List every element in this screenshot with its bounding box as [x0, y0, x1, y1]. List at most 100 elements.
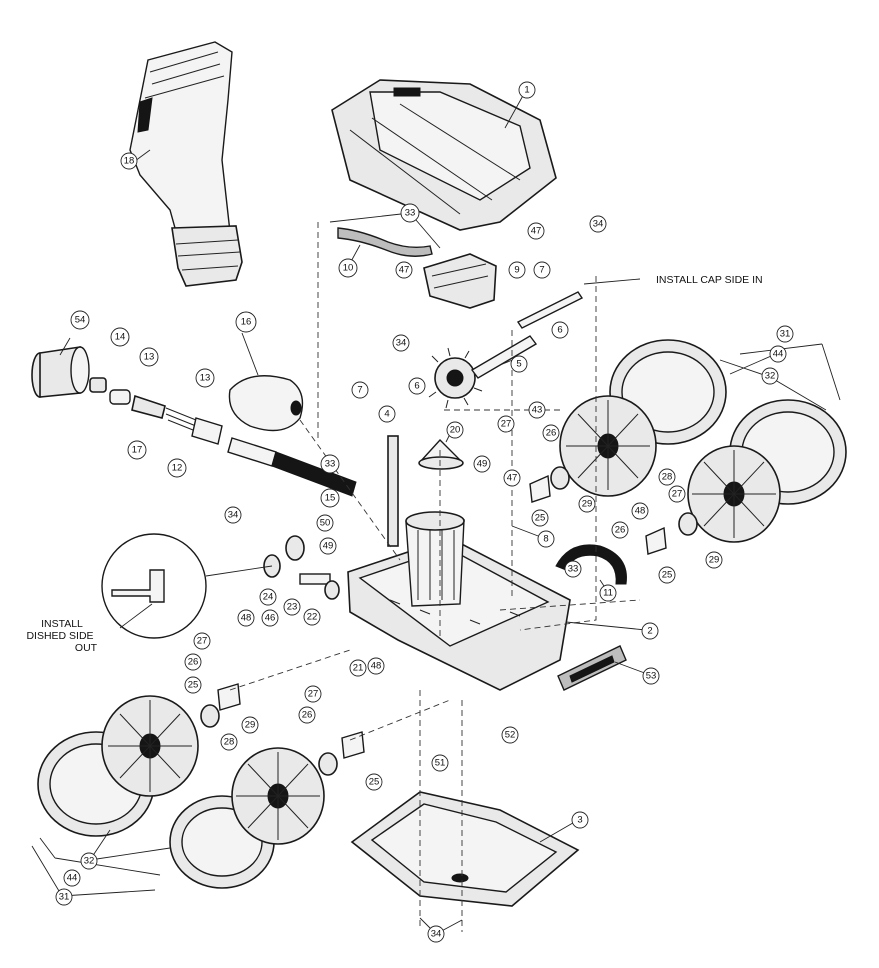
svg-text:12: 12 [172, 463, 183, 474]
callout-46: 46 [261, 609, 279, 627]
callout-47c: 47 [503, 469, 521, 487]
svg-text:50: 50 [320, 518, 331, 529]
callout-34b: 34 [392, 334, 410, 352]
callout-2: 2 [641, 622, 659, 640]
callout-8: 8 [537, 530, 555, 548]
svg-text:48: 48 [371, 661, 382, 672]
svg-text:8: 8 [543, 534, 548, 545]
callout-48a: 48 [631, 502, 649, 520]
svg-text:7: 7 [539, 265, 544, 276]
callout-21: 21 [349, 659, 367, 677]
svg-text:26: 26 [546, 428, 557, 439]
callout-34d: 34 [427, 925, 445, 943]
svg-text:47: 47 [399, 265, 410, 276]
svg-text:48: 48 [635, 506, 646, 517]
svg-text:32: 32 [84, 856, 95, 867]
svg-text:22: 22 [307, 612, 318, 623]
callout-13b: 13 [195, 368, 215, 388]
callout-15: 15 [320, 488, 340, 508]
callout-27b: 27 [668, 485, 686, 503]
svg-text:34: 34 [228, 510, 239, 521]
svg-text:51: 51 [435, 758, 446, 769]
callout-44a: 44 [769, 345, 787, 363]
svg-text:43: 43 [532, 405, 543, 416]
parts-12-17-swivel [89, 377, 223, 445]
callout-5: 5 [510, 355, 528, 373]
svg-text:33: 33 [325, 459, 336, 470]
svg-text:1: 1 [524, 85, 529, 96]
callout-27d: 27 [304, 685, 322, 703]
svg-text:25: 25 [369, 777, 380, 788]
callout-6a: 6 [551, 321, 569, 339]
part-11-right-hose [555, 544, 627, 585]
callout-18: 18 [120, 152, 138, 170]
svg-text:49: 49 [323, 541, 334, 552]
callout-32b: 32 [80, 852, 98, 870]
left-wheel-assembly [37, 695, 325, 889]
svg-text:13: 13 [200, 373, 211, 384]
svg-text:18: 18 [124, 156, 135, 167]
callout-11: 11 [599, 584, 617, 602]
svg-text:6: 6 [557, 325, 562, 336]
callout-26d: 26 [298, 706, 316, 724]
part-54-bumper [31, 346, 90, 398]
svg-text:26: 26 [302, 710, 313, 721]
svg-text:21: 21 [353, 663, 364, 674]
callout-13a: 13 [139, 347, 159, 367]
svg-text:15: 15 [325, 493, 336, 504]
callout-9: 9 [508, 261, 526, 279]
svg-text:11: 11 [603, 588, 613, 599]
svg-text:2: 2 [647, 626, 652, 637]
part-5-drive-gear [428, 335, 538, 409]
callout-23: 23 [283, 598, 301, 616]
callout-7a: 7 [533, 261, 551, 279]
svg-text:28: 28 [224, 737, 235, 748]
svg-text:53: 53 [646, 671, 657, 682]
callout-25d: 25 [365, 773, 383, 791]
callout-47a: 47 [527, 222, 545, 240]
svg-text:54: 54 [75, 315, 86, 326]
callout-27a: 27 [497, 415, 515, 433]
callout-10: 10 [338, 258, 358, 278]
wheel-hubs [200, 466, 698, 776]
svg-text:23: 23 [287, 602, 298, 613]
callout-34a: 34 [589, 215, 607, 233]
callout-4: 4 [378, 405, 396, 423]
svg-text:14: 14 [115, 332, 126, 343]
svg-text:44: 44 [67, 873, 78, 884]
callout-3: 3 [571, 811, 589, 829]
callout-14: 14 [110, 327, 130, 347]
part-10-small-hose [337, 227, 433, 257]
svg-text:26: 26 [615, 525, 626, 536]
callout-12: 12 [167, 458, 187, 478]
svg-text:27: 27 [308, 689, 319, 700]
svg-text:9: 9 [514, 265, 519, 276]
assembly-lines [229, 222, 641, 932]
svg-text:20: 20 [450, 425, 461, 436]
svg-text:52: 52 [505, 730, 516, 741]
callout-29c: 29 [241, 716, 259, 734]
svg-text:32: 32 [765, 371, 776, 382]
svg-text:31: 31 [780, 329, 791, 340]
svg-text:17: 17 [132, 445, 143, 456]
svg-text:25: 25 [662, 570, 673, 581]
callout-balloons: 1 2 3 4 5 6 6 7 7 8 9 10 11 12 13 13 14 … [55, 81, 794, 943]
callout-28a: 28 [658, 468, 676, 486]
part-9-gear-cover [423, 253, 497, 309]
svg-text:3: 3 [577, 815, 582, 826]
callout-51: 51 [431, 754, 449, 772]
callout-47b: 47 [395, 261, 413, 279]
callout-31a: 31 [776, 325, 794, 343]
part-33-threaded-tube [227, 437, 357, 497]
callout-44b: 44 [63, 869, 81, 887]
callout-25b: 25 [658, 566, 676, 584]
note-install-cap: INSTALL CAP SIDE IN [656, 274, 763, 286]
svg-text:34: 34 [431, 929, 442, 940]
callout-31b: 31 [55, 888, 73, 906]
part-18-tail-sleeve [129, 41, 243, 287]
callout-20: 20 [446, 421, 464, 439]
svg-text:47: 47 [507, 473, 518, 484]
callout-32a: 32 [761, 367, 779, 385]
svg-text:24: 24 [263, 592, 274, 603]
